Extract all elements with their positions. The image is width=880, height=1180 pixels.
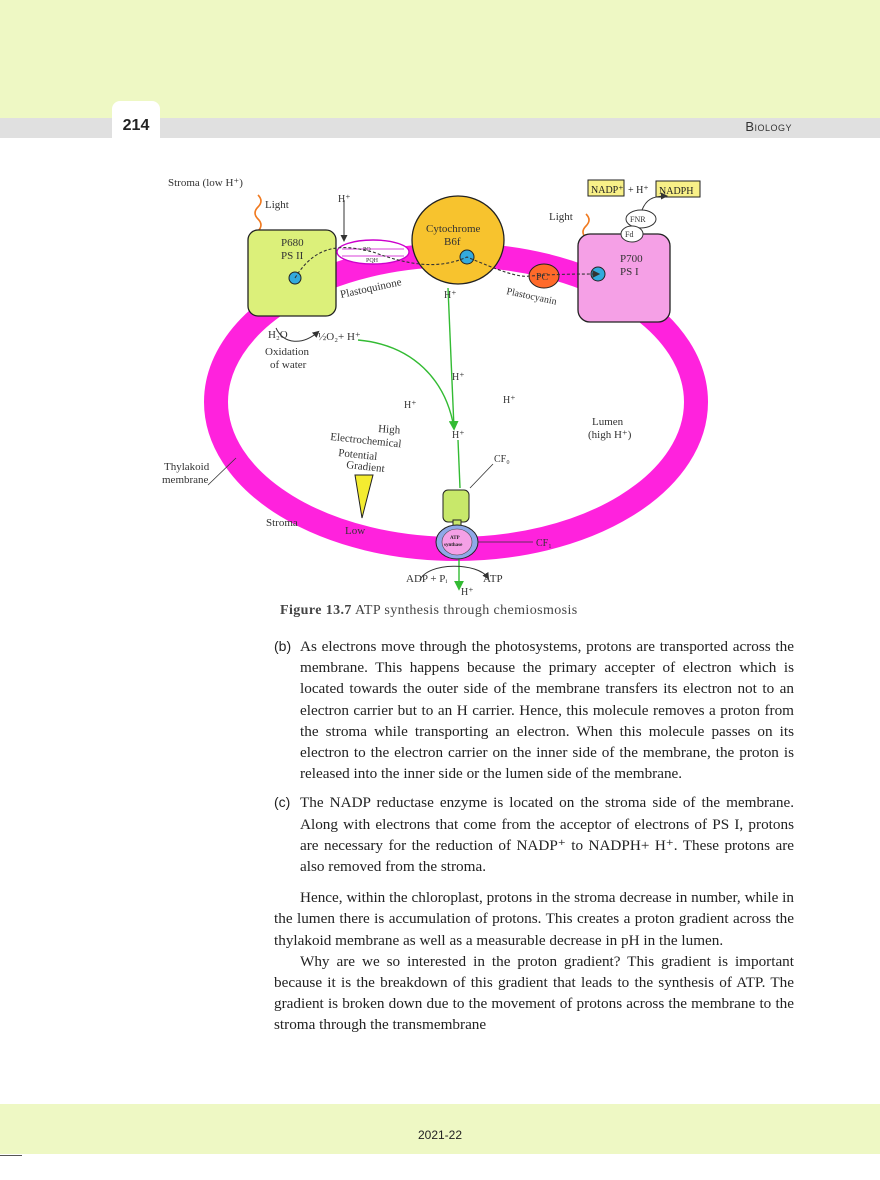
proton-flow-arrow bbox=[447, 287, 459, 431]
label-cytochrome: Cytochrome bbox=[426, 223, 480, 235]
label-p700: P700 bbox=[620, 253, 643, 265]
label-cf1: CF₁ bbox=[536, 538, 552, 549]
label-b6f: B6f bbox=[444, 236, 461, 248]
label-membrane: membrane bbox=[162, 474, 209, 486]
pq-pool bbox=[336, 239, 410, 265]
chemiosmosis-figure: Stroma (low H⁺) Light H⁺ P680 PS II PQ P… bbox=[158, 170, 718, 600]
electron-path bbox=[294, 247, 601, 279]
figure-svg: Stroma (low H⁺) Light H⁺ P680 PS II PQ P… bbox=[162, 177, 708, 598]
label-psii: PS II bbox=[281, 250, 304, 262]
subject-title: Biology bbox=[745, 119, 792, 134]
label-p680: P680 bbox=[281, 237, 304, 249]
figure-caption: Figure 13.7 ATP synthesis through chemio… bbox=[280, 603, 578, 619]
label-potential: Potential bbox=[338, 447, 378, 463]
label-h-lumen-4: H⁺ bbox=[452, 430, 465, 441]
label-low: Low bbox=[345, 525, 365, 537]
label-h2o: H₂O bbox=[268, 329, 288, 341]
list-item-text: As electrons move through the photosyste… bbox=[300, 638, 794, 783]
nadp-box bbox=[587, 179, 625, 197]
label-nadp: NADP⁺ bbox=[591, 185, 624, 196]
label-stroma-bottom: Stroma bbox=[266, 517, 298, 529]
label-h-bottom: H⁺ bbox=[461, 587, 474, 598]
label-pq: PQ bbox=[363, 247, 371, 253]
label-gradient: Gradient bbox=[346, 459, 386, 475]
header-bar bbox=[0, 118, 880, 138]
light-squiggle-left bbox=[254, 194, 262, 232]
label-h-lumen-2: H⁺ bbox=[404, 400, 417, 411]
paragraph: Why are we so interested in the proton g… bbox=[274, 952, 794, 1034]
label-of-water: of water bbox=[270, 359, 307, 371]
label-light-left: Light bbox=[265, 199, 289, 211]
label-oxidation: Oxidation bbox=[265, 346, 309, 358]
list-item-text: The NADP reductase enzyme is located on … bbox=[300, 794, 794, 876]
list-item-label: (c) bbox=[274, 794, 291, 811]
label-psi: PS I bbox=[620, 266, 639, 278]
caption-text: ATP synthesis through chemiosmosis bbox=[354, 603, 578, 618]
body-text: (b) As electrons move through the photos… bbox=[274, 636, 794, 1036]
label-cf0: CF₀ bbox=[494, 454, 510, 465]
label-o2: ½O₂+ H⁺ bbox=[318, 331, 361, 343]
page-number: 214 bbox=[112, 101, 160, 138]
label-high: High bbox=[378, 423, 401, 437]
fd-ferredoxin bbox=[620, 225, 644, 243]
top-color-band bbox=[0, 0, 880, 120]
label-adp-pi: ADP + Pᵢ bbox=[406, 573, 447, 585]
label-thylakoid: Thylakoid bbox=[164, 461, 210, 473]
label-h-lumen-3: H⁺ bbox=[503, 395, 516, 406]
label-atp-product: ATP bbox=[483, 573, 503, 585]
cf0-subunit bbox=[442, 489, 470, 523]
label-atp-synthase-2: synthase bbox=[444, 543, 463, 548]
label-plastocyanin: Plastocyanin bbox=[505, 286, 557, 307]
list-item-label: (b) bbox=[274, 638, 292, 654]
label-h-lumen-1: H⁺ bbox=[452, 372, 465, 383]
label-stroma-top: Stroma (low H⁺) bbox=[168, 177, 243, 189]
list-item: (c) The NADP reductase enzyme is located… bbox=[274, 792, 794, 877]
label-plus-h: + H⁺ bbox=[628, 185, 649, 196]
fnr-enzyme bbox=[625, 209, 657, 229]
caption-label: Figure 13.7 bbox=[280, 603, 352, 618]
label-h-mid: H⁺ bbox=[444, 290, 457, 301]
label-fd: Fd bbox=[625, 230, 633, 239]
label-nadph: NADPH bbox=[659, 186, 693, 197]
paragraph: Hence, within the chloroplast, protons i… bbox=[274, 889, 794, 949]
label-pc: PC bbox=[536, 272, 549, 283]
footer-year: 2021-22 bbox=[417, 1128, 463, 1142]
label-light-right: Light bbox=[549, 211, 573, 223]
list-item: (b) As electrons move through the photos… bbox=[274, 636, 794, 784]
label-atp-synthase-1: ATP bbox=[450, 536, 460, 541]
gradient-triangle bbox=[354, 474, 374, 519]
label-h-top: H⁺ bbox=[338, 194, 351, 205]
footer-band bbox=[0, 1104, 880, 1154]
label-fnr: FNR bbox=[630, 215, 646, 224]
cytochrome-b6f bbox=[411, 195, 505, 285]
label-pqh: PQH bbox=[366, 258, 379, 264]
label-lumen: Lumen bbox=[592, 416, 624, 428]
footer-rule bbox=[0, 1155, 22, 1156]
label-high-h: (high H⁺) bbox=[588, 429, 632, 441]
